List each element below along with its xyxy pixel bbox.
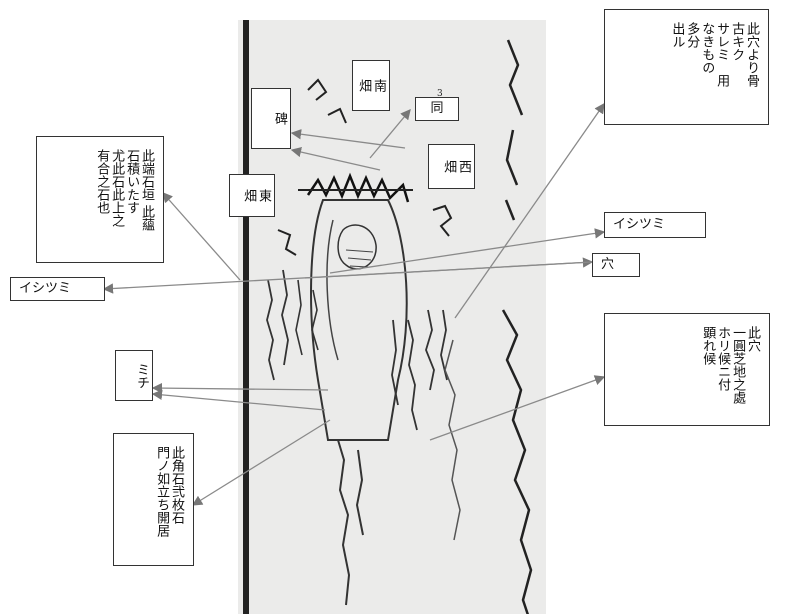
label-stone-wall-box: 此端石垣 此蘊 石積いたす 尤此石此上之 有合之石也 bbox=[36, 136, 164, 263]
label-same: 同 bbox=[415, 97, 459, 121]
label-ishitsumi-left: イシツミ bbox=[10, 277, 105, 301]
label-east-field: 東 畑 bbox=[229, 174, 275, 217]
mark-three: 3 bbox=[437, 89, 443, 99]
label-ishitsumi-right: イシツミ bbox=[604, 212, 706, 238]
label-hole-desc-box: 此穴 一圓芝地之處 ホリ候ニ付 顕れ候 bbox=[604, 313, 770, 426]
label-corner-stones-box: 此角石弐枚石 門ノ如立ち開居 bbox=[113, 433, 194, 566]
label-bones-box: 此穴より骨 古キク サレミ 用 なきもの 多分 出ル bbox=[604, 9, 769, 125]
manuscript-ink bbox=[243, 20, 533, 614]
label-path: ミチ bbox=[115, 350, 153, 401]
label-west-field: 西 畑 bbox=[428, 144, 475, 189]
label-hole: 穴 bbox=[592, 253, 640, 277]
label-south-field: 南 畑 bbox=[352, 60, 390, 111]
label-stele: 碑 bbox=[251, 88, 291, 149]
